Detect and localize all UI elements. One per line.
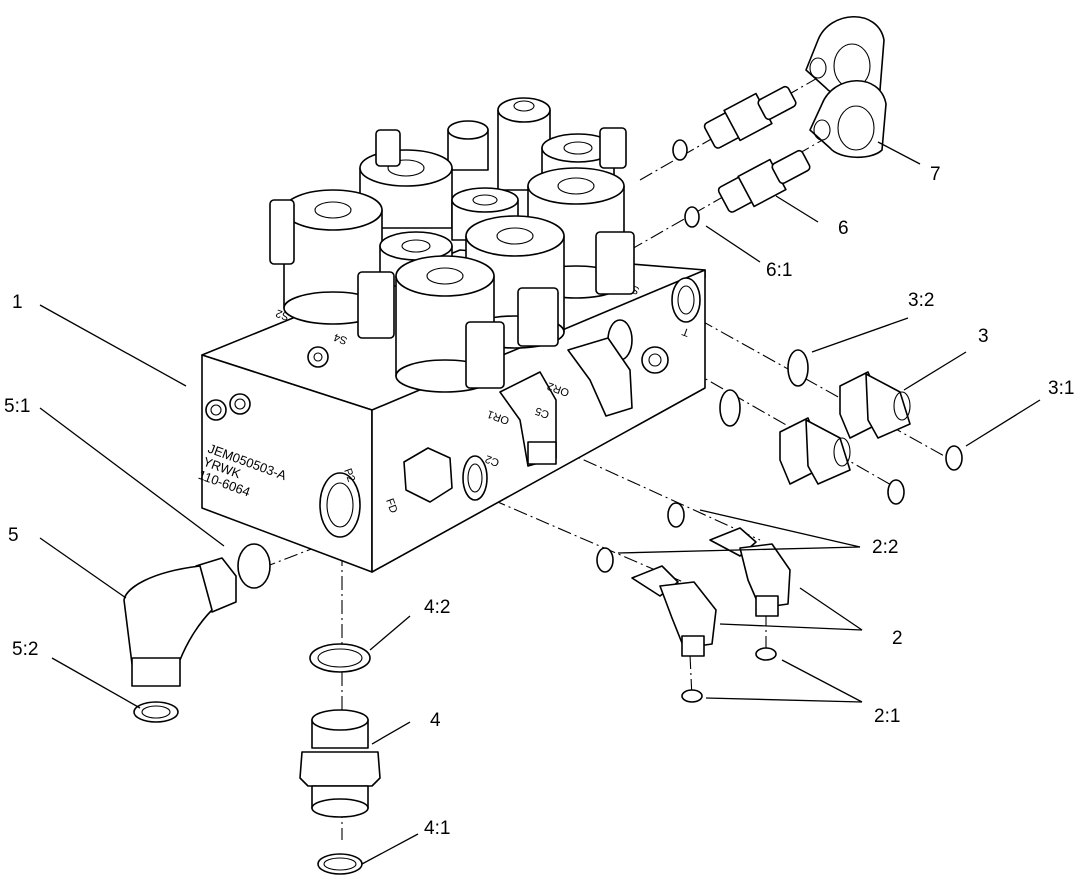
o-ring-4-1	[317, 853, 363, 875]
callout-4-1: 4:1	[424, 818, 450, 839]
solenoid-coils	[269, 97, 635, 393]
callout-4: 4	[430, 710, 441, 731]
part-5-elbow	[123, 543, 271, 723]
callout-4-2: 4:2	[424, 597, 450, 618]
fitting-3-lower	[779, 417, 851, 485]
port-label-c5: C5	[534, 404, 551, 420]
leader-lines	[39, 141, 1041, 865]
o-ring-5-2	[133, 701, 179, 723]
callout-6: 6	[838, 218, 849, 239]
o-ring-3-2	[787, 349, 809, 387]
callout-2: 2	[892, 628, 903, 649]
port-label-t: T	[680, 325, 691, 339]
hex-cap-back	[447, 120, 489, 171]
o-ring-5-1	[237, 543, 271, 589]
callout-5: 5	[8, 525, 19, 546]
o-ring	[887, 479, 905, 505]
callout-3-2: 3:2	[908, 290, 934, 311]
port-label-c2: C2	[484, 452, 501, 468]
elbow-2-upper	[709, 527, 791, 617]
o-ring-3-1	[945, 445, 963, 471]
port-label-p2: P2	[341, 467, 357, 484]
coil-connector	[357, 271, 395, 339]
callout-2-1: 2:1	[874, 706, 900, 727]
port-label-fd: FD	[383, 497, 399, 515]
fitting-3-upper	[839, 371, 911, 439]
callout-6-1: 6:1	[766, 260, 792, 281]
callout-7: 7	[930, 164, 941, 185]
callout-5-2: 5:2	[12, 639, 38, 660]
part-2-elbows	[596, 502, 791, 703]
callout-labels: 1 5:1 5 5:2 4:2 4 4:1 2:2 2 2:1 3 3:1 3:…	[4, 164, 1074, 839]
coupler-upper	[703, 85, 797, 149]
callout-5-1: 5:1	[4, 396, 30, 417]
o-ring	[755, 647, 777, 661]
o-ring	[672, 139, 688, 161]
part-3-fittings	[719, 349, 963, 505]
o-ring	[719, 389, 741, 427]
coil-connector	[517, 287, 559, 347]
port-label-s4: S4	[332, 331, 349, 347]
elbow-2-lower	[631, 565, 717, 657]
o-ring	[684, 206, 700, 228]
callout-2-2: 2:2	[872, 537, 898, 558]
block-elbow-fittings: OR1 OR2 C5	[486, 337, 633, 467]
part-4-fitting	[299, 643, 381, 875]
callout-3: 3	[978, 326, 989, 347]
o-ring	[667, 502, 685, 528]
coupler-lower	[717, 149, 811, 213]
coil-connector	[465, 321, 505, 389]
coil-connector	[595, 231, 635, 295]
callout-3-1: 3:1	[1048, 378, 1074, 399]
part-7-dust-caps	[805, 16, 887, 159]
o-ring-2-1	[681, 689, 703, 703]
o-ring-2-2	[596, 547, 614, 573]
callout-1: 1	[12, 292, 23, 313]
o-ring-4-2	[309, 643, 371, 673]
part-6-couplers	[672, 85, 811, 228]
